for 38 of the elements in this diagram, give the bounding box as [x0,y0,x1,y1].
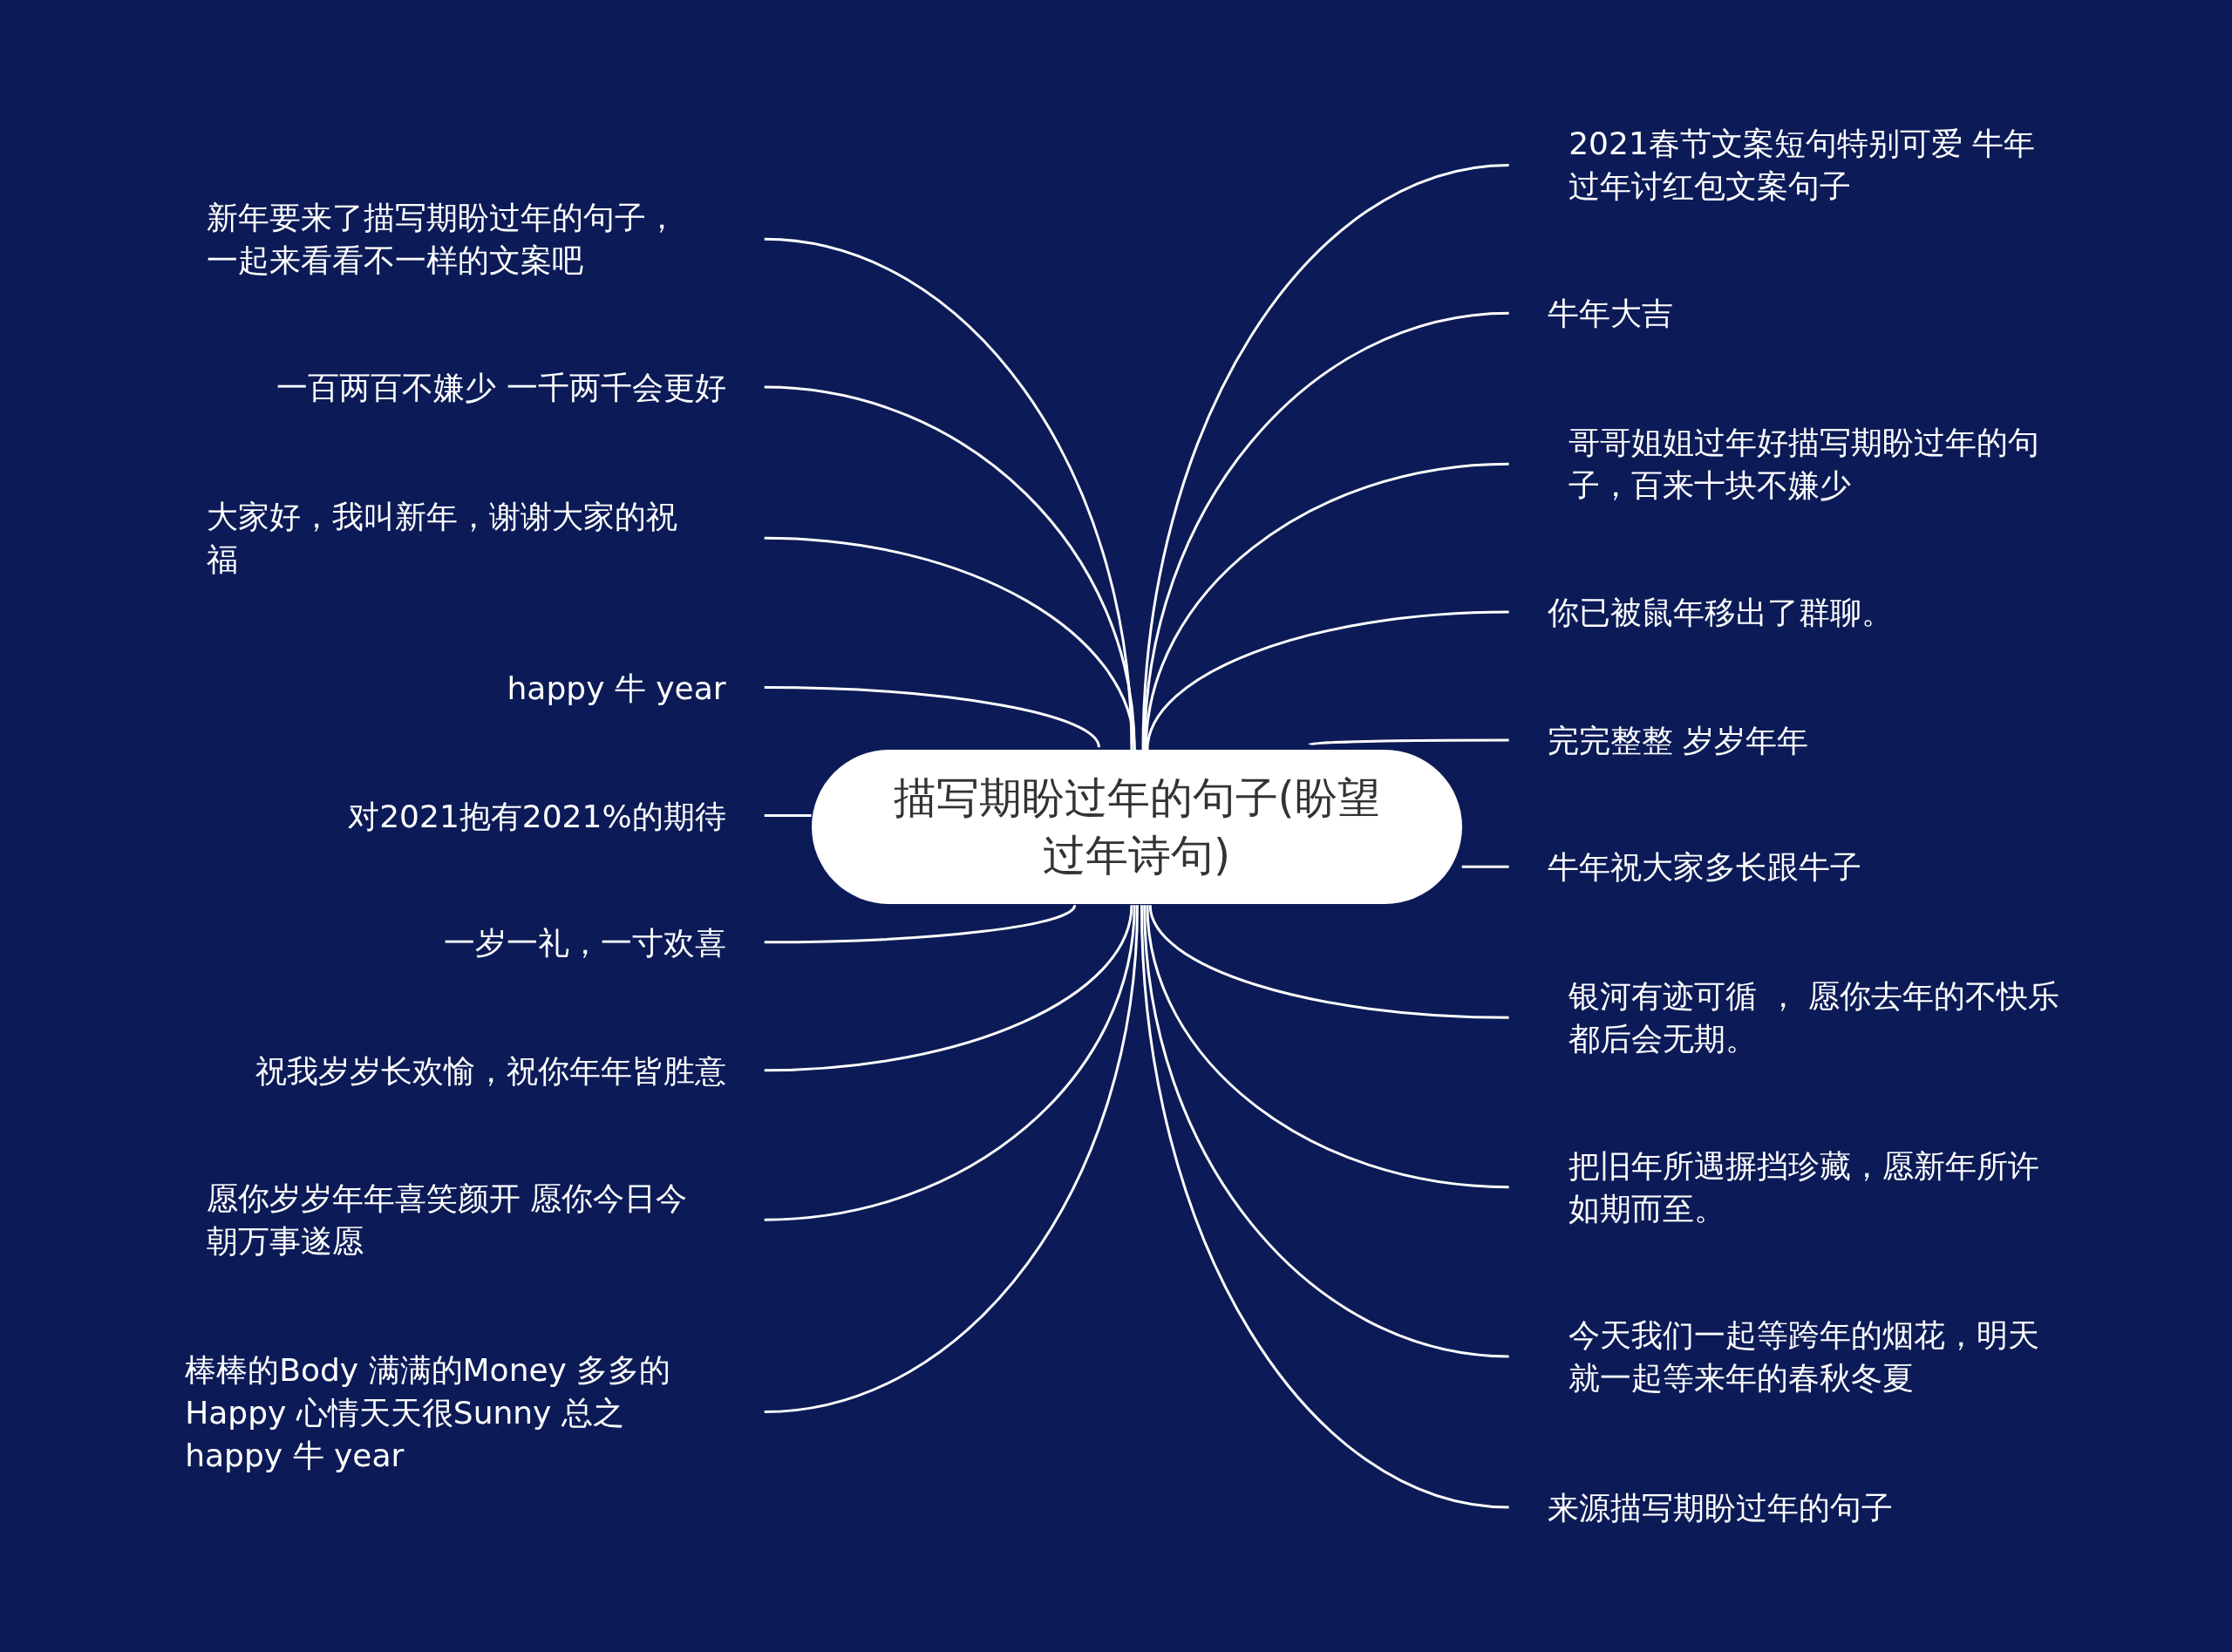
branch-text: 今天我们一起等跨年的烟花，明天就一起等来年的春秋冬夏 [1508,1313,2058,1399]
connector-line [1461,865,1509,868]
branch-text: 愿你岁岁年年喜笑颜开 愿你今日今朝万事遂愿 [206,1177,765,1263]
branch-text: 一百两百不嫌少 一千两千会更好 [213,365,765,409]
connector-line [764,237,1133,751]
branch-text: 祝我岁岁长欢愉，祝你年年皆胜意 [213,1049,765,1092]
branch-text: 牛年大吉 [1508,291,1673,335]
branch-text: 银河有迹可循 ， 愿你去年的不快乐都后会无期。 [1508,975,2074,1061]
connector-line [1143,905,1509,1358]
branch-text: 你已被鼠年移出了群聊。 [1508,590,1893,634]
branch-text: 来源描写期盼过年的句子 [1508,1485,1893,1529]
connector-line [1141,163,1509,751]
connector-line [764,905,1139,1414]
connector-line [764,905,1133,1072]
connector-line [1146,610,1509,751]
connector-line [764,905,1136,1221]
connector-line [1144,462,1509,751]
connector-line [1146,905,1509,1189]
connector-line [764,686,1100,748]
connector-line [764,814,812,817]
branch-text: 2021春节文案短句特别可爱 牛年过年讨红包文案句子 [1508,122,2058,208]
connector-line [764,904,1076,944]
branch-text: 对2021抱有2021%的期待 [213,794,765,837]
branch-text: 大家好，我叫新年，谢谢大家的祝福 [206,495,765,581]
branch-text: 一岁一礼，一寸欢喜 [213,921,765,964]
connector-line [764,536,1136,751]
connector-line [1148,905,1509,1019]
branch-text: 把旧年所遇摒挡珍藏，愿新年所许如期而至。 [1508,1144,2058,1230]
connector-line [1309,738,1509,746]
branch-text: 牛年祝大家多长跟牛子 [1508,845,1861,888]
branch-text: 完完整整 岁岁年年 [1508,718,1809,762]
branch-text: 新年要来了描写期盼过年的句子，一起来看看不一样的文案吧 [206,196,765,282]
branch-text: happy 牛 year [213,666,765,710]
connector-line [1140,905,1509,1509]
branch-text: 棒棒的Body 满满的Money 多多的Happy 心情天天很Sunny 总之happy 牛 year [185,1348,765,1477]
connector-line [1143,311,1509,751]
branch-text: 哥哥姐姐过年好描写期盼过年的句子，百来十块不嫌少 [1508,421,2058,507]
topic-pill: 描写期盼过年的句子(盼望过年诗句) [811,750,1462,904]
